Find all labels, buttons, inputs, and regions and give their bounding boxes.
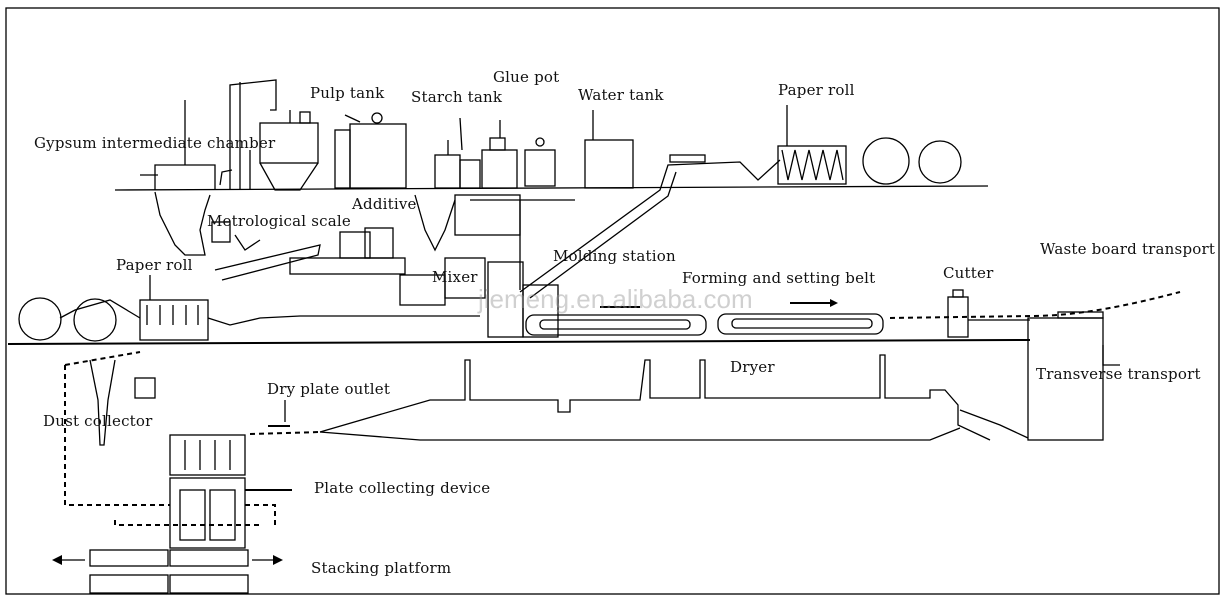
label-water-tank: Water tank	[578, 86, 664, 104]
stacking-platform	[52, 549, 283, 594]
label-pulp-tank: Pulp tank	[310, 84, 385, 102]
waste-board-transport	[889, 291, 1181, 319]
label-molding-station: Molding station	[553, 247, 676, 265]
label-paper-roll-top: Paper roll	[778, 81, 855, 99]
label-dryer: Dryer	[730, 358, 775, 376]
cutter	[947, 289, 1030, 338]
label-plate-collecting: Plate collecting device	[314, 479, 491, 497]
mixer	[399, 194, 521, 306]
additive-tanks	[434, 117, 481, 189]
label-transverse-transport: Transverse transport	[1036, 365, 1201, 383]
dryer	[319, 354, 1029, 441]
dust-collector	[64, 351, 260, 526]
feed-pipes	[219, 79, 277, 190]
gypsum-chamber	[140, 100, 231, 256]
label-mixer: Mixer	[432, 268, 478, 286]
label-starch-tank: Starch tank	[411, 88, 503, 106]
paper-roll-left	[18, 275, 480, 342]
upper-floor-line	[114, 185, 989, 191]
label-cutter: Cutter	[943, 264, 994, 282]
paper-feed-conveyor	[519, 154, 781, 299]
glue-pot	[481, 120, 556, 189]
ground-line	[7, 339, 1031, 345]
label-waste-board: Waste board transport	[1040, 240, 1216, 258]
label-dust-collector: Dust collector	[43, 412, 153, 430]
label-metrological-scale: Metrological scale	[207, 212, 351, 230]
label-forming-belt: Forming and setting belt	[682, 269, 876, 287]
label-stacking-platform: Stacking platform	[311, 559, 452, 577]
label-glue-pot: Glue pot	[493, 68, 560, 86]
label-gypsum-chamber: Gypsum intermediate chamber	[34, 134, 276, 152]
watermark: jiemeng.en.alibaba.com	[478, 284, 753, 314]
pulp-tank	[249, 110, 319, 191]
forming-belt	[525, 299, 884, 336]
plate-collecting-device	[169, 434, 292, 549]
label-additive: Additive	[352, 195, 417, 213]
metrological-scale	[214, 227, 406, 281]
dry-plate-outlet	[249, 400, 321, 435]
paper-roll-top	[777, 105, 962, 185]
diagram-frame	[5, 7, 1220, 595]
transverse-transport	[1027, 311, 1120, 441]
label-dry-plate-outlet: Dry plate outlet	[267, 380, 391, 398]
starch-tank	[334, 112, 407, 189]
water-tank	[584, 110, 634, 189]
molding-station	[470, 199, 575, 338]
label-paper-roll-left: Paper roll	[116, 256, 193, 274]
